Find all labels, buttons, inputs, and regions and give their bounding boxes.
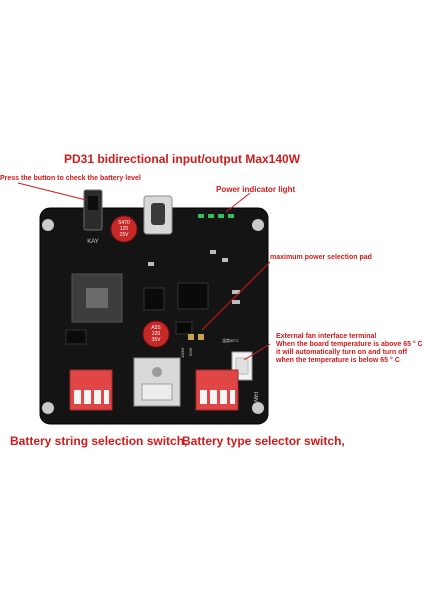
callout-line [225, 192, 251, 213]
smd-component-icon [222, 258, 228, 262]
fan-title-label: External fan interface terminal [276, 333, 377, 340]
battery-type-label: Battery type selector switch, [182, 434, 345, 448]
mounting-hole-icon [252, 402, 264, 414]
solder-pad-icon [188, 334, 194, 340]
smd-component-icon [148, 262, 154, 266]
usb-c-opening-icon [151, 203, 165, 225]
dip-toggle-icon [200, 390, 207, 404]
temperature-mark: 温度65°C [222, 337, 239, 343]
fan-connector-socket-icon [235, 357, 249, 375]
dip-toggle-icon [94, 390, 101, 404]
mounting-hole-icon [42, 219, 54, 231]
chip-icon [175, 321, 193, 335]
max-power-pad-label: maximum power selection pad [270, 254, 372, 261]
capacitor-marking: 25V [120, 232, 130, 238]
dip-toggle-icon [230, 390, 235, 404]
button-cap-icon [88, 196, 98, 210]
capacitor-marking: 120 [120, 226, 129, 232]
battery-string-label: Battery string selection switch, [10, 434, 188, 448]
press-button-label: Press the button to check the battery le… [0, 175, 141, 182]
terminal-icon [141, 383, 173, 401]
dip-toggle-icon [220, 390, 227, 404]
fan-line1-label: When the board temperature is above 65 °… [276, 341, 423, 348]
capacitor-icon [110, 215, 138, 243]
callout-line [17, 182, 87, 201]
dip-toggle-icon [104, 390, 109, 404]
mounting-hole-icon [252, 219, 264, 231]
dip-toggle-icon [84, 390, 91, 404]
led-icon [218, 214, 224, 218]
inductor [71, 273, 123, 323]
smd-component-icon [232, 300, 240, 304]
inductor-core-icon [86, 288, 108, 308]
pad-label: 60W [188, 348, 193, 356]
chip-icon [65, 329, 87, 345]
led-icon [198, 214, 204, 218]
led-icon [208, 214, 214, 218]
fan-mark: FAN [252, 392, 258, 402]
capacitor-marking: S470 [118, 220, 130, 226]
callout-line [243, 343, 271, 361]
chip-icon [143, 287, 165, 311]
screw-icon [152, 367, 162, 377]
fan-line3-label: when the temperature is below 65 ° C [276, 357, 400, 364]
controller-chip-icon [177, 282, 209, 310]
pd31-label: PD31 bidirectional input/output Max140W [64, 152, 301, 166]
led-icon [228, 214, 234, 218]
smd-component-icon [232, 290, 240, 294]
capacitor-marking: 35V [152, 337, 162, 343]
dip-toggle-icon [74, 390, 81, 404]
power-indicator-label: Power indicator light [216, 185, 296, 194]
capacitor-marking: A5S [151, 325, 161, 331]
pad-label: 100W [180, 347, 185, 358]
callout-line [201, 261, 271, 331]
mounting-hole-icon [42, 402, 54, 414]
solder-pad-icon [198, 334, 204, 340]
capacitor-icon [142, 320, 170, 348]
fan-line2-label: it will automatically turn on and turn o… [276, 349, 408, 356]
key-label: KAY [87, 239, 99, 245]
smd-component-icon [210, 250, 216, 254]
dip-toggle-icon [210, 390, 217, 404]
capacitor-marking: 220 [152, 331, 161, 337]
